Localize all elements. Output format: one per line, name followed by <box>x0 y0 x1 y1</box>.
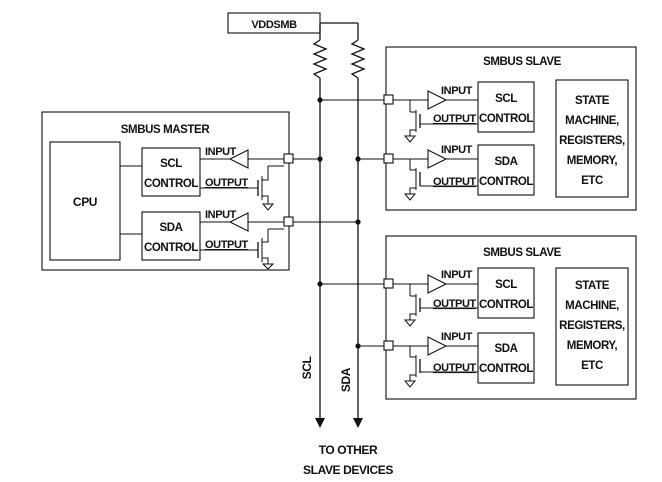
slave-bottom-scl-output-label: OUTPUT <box>433 298 477 310</box>
slave-top-sda-pin <box>383 153 394 164</box>
smbus-master: SMBUS MASTER CPU SCL CONTROL SDA CONTROL… <box>41 111 361 271</box>
slave-bottom-sda-ground-icon <box>403 380 417 388</box>
slave-top-scl-pin <box>383 94 394 105</box>
slave-top-sda-control <box>477 144 535 196</box>
slave-bottom-scl-control <box>477 267 535 319</box>
slave-bottom-sda-control <box>477 332 535 384</box>
slave-bottom-state-line4: MEMORY, <box>567 340 618 352</box>
master-sda-line2: CONTROL <box>144 242 198 254</box>
slave-bottom-state-line3: REGISTERS, <box>559 320 625 332</box>
master-scl-output-label: OUTPUT <box>205 177 249 189</box>
slave-top-state-line5: ETC <box>581 175 603 187</box>
master-scl-pin <box>283 153 294 164</box>
cpu-block <box>49 141 121 261</box>
master-sda-input-label: INPUT <box>205 209 237 221</box>
slave-bottom-sda-pin <box>383 340 394 351</box>
slave-top-scl-control <box>477 81 535 133</box>
slave-top-sda-junction <box>355 156 361 162</box>
sda-bus-arrow <box>353 418 363 428</box>
master-scl-fet-source <box>262 195 269 204</box>
slave-top-state-block <box>555 79 629 198</box>
master-sda-line1: SDA <box>159 222 182 234</box>
master-sda-bus-junction <box>355 219 361 225</box>
slave-bottom-scl-line2: CONTROL <box>479 299 533 311</box>
scl-pullup-resistor <box>312 39 328 79</box>
slave-bottom-scl-input-label: INPUT <box>441 269 473 281</box>
master-sda-fet-drain <box>262 229 269 243</box>
scl-bus-label: SCL <box>300 357 314 380</box>
slave-bottom-scl-ground-icon <box>403 319 417 327</box>
sda-pullup-resistor <box>350 39 366 79</box>
slave-top-sda-line2: CONTROL <box>479 176 533 188</box>
master-scl-input-label: INPUT <box>205 146 237 158</box>
slave-bottom-sda-line1: SDA <box>494 343 517 355</box>
slave-top-scl-line1: SCL <box>495 93 517 105</box>
slave-top-scl-line2: CONTROL <box>479 113 533 125</box>
slave-bottom-title: SMBUS SLAVE <box>483 247 562 259</box>
master-sda-ground-icon <box>261 263 275 270</box>
slave-top-scl-input-label: INPUT <box>441 85 473 97</box>
slave-bottom-sda-input-label: INPUT <box>441 331 473 343</box>
master-scl-control <box>141 147 201 197</box>
slave-top-state-line2: MACHINE, <box>565 115 619 127</box>
master-sda-fet-source <box>262 257 269 264</box>
master-sda-pin <box>283 216 294 227</box>
master-scl-fet-drain <box>262 166 269 181</box>
slave-top-scl-junction <box>317 97 323 103</box>
slave-bottom-scl-input-buffer <box>427 274 448 294</box>
slave-top-sda-line1: SDA <box>494 156 517 168</box>
sda-bus-label: SDA <box>339 367 353 392</box>
footer-line-2: SLAVE DEVICES <box>303 463 393 477</box>
slave-bottom-sda-junction <box>355 343 361 349</box>
slave-bottom-state-block <box>555 267 629 386</box>
slave-bottom-sda-input-buffer <box>427 336 448 356</box>
master-sda-output-label: OUTPUT <box>205 239 249 251</box>
slave-bottom-sda-output-label: OUTPUT <box>433 362 477 374</box>
slave-bottom-state-line5: ETC <box>581 360 603 372</box>
master-scl-line2: CONTROL <box>144 178 198 190</box>
slave-bottom-scl-pin <box>383 278 394 289</box>
footer-line-1: TO OTHER <box>319 443 378 457</box>
slave-top-scl-output-label: OUTPUT <box>433 113 477 125</box>
smbus-slave-bottom: SMBUS SLAVE INPUT OUTPUT SCL CONTROL INP… <box>317 235 637 400</box>
slave-bottom-sda-fet-s <box>409 374 416 381</box>
slave-top-sda-ground-icon <box>403 193 417 201</box>
master-title: SMBUS MASTER <box>121 124 211 136</box>
slave-top-sda-input-label: INPUT <box>441 144 473 156</box>
slave-top-sda-input-buffer <box>427 149 448 169</box>
slave-bottom-scl-line1: SCL <box>495 279 517 291</box>
smbus-slave-top: SMBUS SLAVE INPUT OUTPUT SCL CONTROL INP… <box>317 46 637 211</box>
master-scl-bus-junction <box>317 156 323 162</box>
master-scl-line1: SCL <box>160 158 182 170</box>
slave-top-state-line4: MEMORY, <box>567 155 618 167</box>
slave-top-sda-fet-s <box>409 187 416 194</box>
scl-bus-arrow <box>315 418 325 428</box>
slave-top-title: SMBUS SLAVE <box>483 56 562 68</box>
vddsmb-label: VDDSMB <box>251 19 297 31</box>
slave-bottom-sda-line2: CONTROL <box>479 363 533 375</box>
master-sda-control <box>141 211 201 261</box>
cpu-label: CPU <box>73 195 97 209</box>
slave-bottom-scl-junction <box>317 281 323 287</box>
slave-bottom-state-line2: MACHINE, <box>565 300 619 312</box>
slave-top-sda-output-label: OUTPUT <box>433 176 477 188</box>
slave-top-state-line1: STATE <box>575 95 610 107</box>
slave-bottom-state-line1: STATE <box>575 280 610 292</box>
slave-top-scl-input-buffer <box>427 90 448 110</box>
slave-bottom-scl-fet-s <box>409 313 416 320</box>
master-scl-ground-icon <box>261 203 275 211</box>
slave-top-state-line3: REGISTERS, <box>559 135 625 147</box>
slave-top-scl-ground-icon <box>403 135 417 143</box>
slave-top-scl-fet-s <box>409 129 416 136</box>
